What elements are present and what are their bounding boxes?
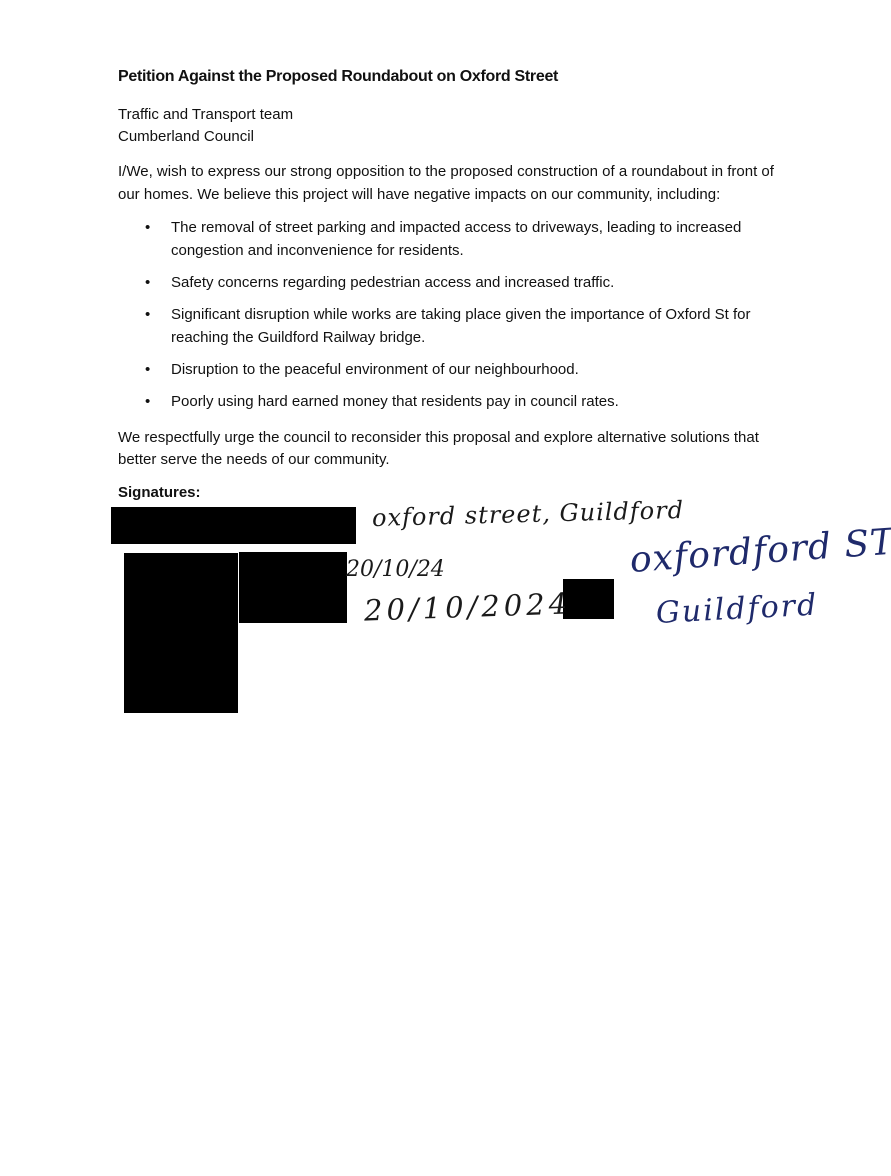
handwritten-address: Guildford [655, 587, 820, 631]
signatures-heading: Signatures: [118, 484, 201, 501]
concerns-list: • The removal of street parking and impa… [118, 216, 778, 422]
document-title: Petition Against the Proposed Roundabout… [118, 68, 559, 85]
redaction-block [563, 579, 614, 619]
concern-text: Significant disruption while works are t… [171, 306, 751, 346]
concern-text: The removal of street parking and impact… [171, 219, 742, 259]
recipient-council: Cumberland Council [118, 128, 254, 145]
bullet-icon: • [145, 393, 151, 410]
bullet-icon: • [145, 274, 151, 291]
concern-item: • Disruption to the peaceful environment… [118, 358, 778, 381]
redaction-block [111, 507, 356, 544]
concern-item: • Significant disruption while works are… [118, 303, 778, 349]
concern-item: • Safety concerns regarding pedestrian a… [118, 271, 778, 294]
concern-text: Disruption to the peaceful environment o… [171, 361, 579, 378]
bullet-icon: • [145, 306, 151, 323]
bullet-icon: • [145, 219, 151, 236]
intro-paragraph: I/We, wish to express our strong opposit… [118, 163, 774, 203]
handwritten-address: oxfordford ST [628, 521, 891, 581]
concern-item: • The removal of street parking and impa… [118, 216, 778, 262]
closing-paragraph: We respectfully urge the council to reco… [118, 429, 759, 468]
bullet-icon: • [145, 361, 151, 378]
redaction-block [124, 553, 238, 713]
handwritten-address: oxford street, Guildford [371, 495, 685, 533]
concern-text: Safety concerns regarding pedestrian acc… [171, 274, 615, 291]
redaction-block [239, 552, 347, 623]
handwritten-date: 20/10/24 [346, 557, 445, 582]
concern-item: • Poorly using hard earned money that re… [118, 390, 778, 413]
handwritten-date: 20/10/2024 [363, 586, 572, 628]
concern-text: Poorly using hard earned money that resi… [171, 393, 619, 410]
recipient-team: Traffic and Transport team [118, 106, 294, 123]
